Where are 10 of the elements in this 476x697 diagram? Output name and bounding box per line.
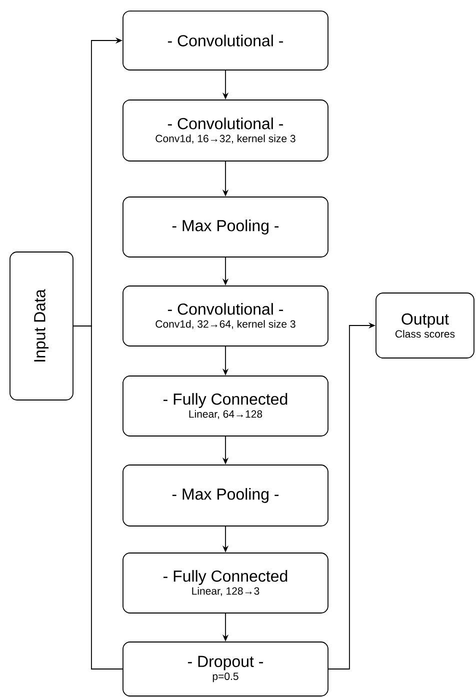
layer-box: - Fully Connected Linear, 128→3 xyxy=(122,552,328,614)
layer-box: - Max Pooling - xyxy=(122,196,328,258)
output-box: Output Class scores xyxy=(376,292,474,358)
input-box: Input Data xyxy=(10,252,74,400)
layer-box: - Convolutional - xyxy=(122,10,328,70)
layer-box: - Convolutional - Conv1d, 32→64, kernel size 3 xyxy=(122,286,328,346)
layer-box: - Convolutional - Conv1d, 16→32, kernel size 3 xyxy=(122,100,328,162)
layer-box: - Fully Connected Linear, 64→128 xyxy=(122,376,328,436)
layer-box: - Dropout - p=0.5 xyxy=(122,642,328,696)
layer-box: - Max Pooling - xyxy=(122,464,328,526)
